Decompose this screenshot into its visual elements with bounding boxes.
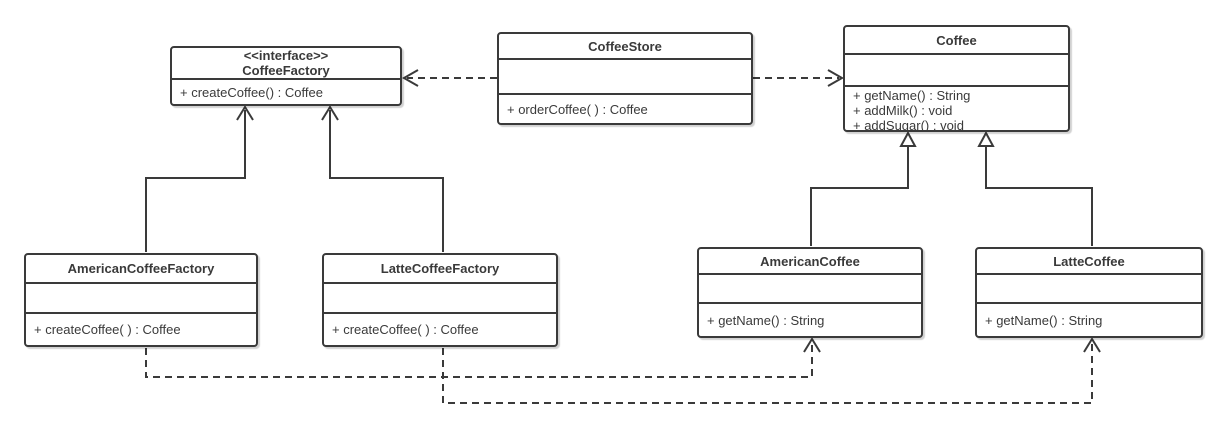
- attributes-section: [26, 282, 256, 312]
- method-item: + getName() : String: [985, 312, 1103, 328]
- class-name: Coffee: [936, 32, 977, 48]
- class-title-section: <<interface>> CoffeeFactory: [172, 48, 400, 78]
- class-name: AmericanCoffeeFactory: [67, 261, 215, 276]
- dependency-americancoffeefactory-to-americancoffee[interactable]: [145, 337, 821, 378]
- class-coffeestore[interactable]: CoffeeStore + orderCoffee( ) : Coffee: [497, 32, 753, 125]
- method-item: + createCoffee() : Coffee: [180, 84, 323, 100]
- method-item: + getName() : String: [707, 312, 825, 328]
- method-item: + orderCoffee( ) : Coffee: [507, 101, 648, 117]
- method-item: + addSugar() : void: [853, 118, 964, 130]
- methods-section: + createCoffee( ) : Coffee: [26, 312, 256, 345]
- method-item: + createCoffee( ) : Coffee: [332, 322, 479, 337]
- realization-lattecoffeefactory-to-coffeefactory[interactable]: [321, 105, 444, 252]
- class-coffeefactory[interactable]: <<interface>> CoffeeFactory + createCoff…: [170, 46, 402, 106]
- class-americancoffeefactory[interactable]: AmericanCoffeeFactory + createCoffee( ) …: [24, 253, 258, 347]
- attributes-section: [324, 282, 556, 312]
- dependency-coffeestore-to-coffee[interactable]: [753, 69, 845, 87]
- attributes-section: [499, 58, 751, 93]
- stereotype-label: <<interface>>: [243, 48, 329, 63]
- methods-section: + getName() : String + addMilk() : void …: [845, 85, 1068, 130]
- attributes-section: [699, 273, 921, 302]
- methods-section: + getName() : String: [977, 302, 1201, 336]
- class-title-section: AmericanCoffeeFactory: [26, 255, 256, 282]
- methods-section: + getName() : String: [699, 302, 921, 336]
- class-name: LatteCoffeeFactory: [380, 261, 500, 276]
- method-item: + addMilk() : void: [853, 103, 953, 118]
- class-title-section: Coffee: [845, 27, 1068, 53]
- method-item: + createCoffee( ) : Coffee: [34, 322, 181, 337]
- attributes-section: [845, 53, 1068, 85]
- realization-americancoffeefactory-to-coffeefactory[interactable]: [145, 105, 254, 252]
- class-title-section: LatteCoffee: [977, 249, 1201, 273]
- class-name: AmericanCoffee: [760, 253, 860, 269]
- class-name: CoffeeStore: [588, 38, 662, 54]
- methods-section: + orderCoffee( ) : Coffee: [499, 93, 751, 123]
- generalization-lattecoffee-to-coffee[interactable]: [977, 130, 1093, 246]
- class-title-section: LatteCoffeeFactory: [324, 255, 556, 282]
- dependency-coffeestore-to-coffeefactory[interactable]: [401, 69, 497, 87]
- method-item: + getName() : String: [853, 88, 971, 103]
- class-coffee[interactable]: Coffee + getName() : String + addMilk() …: [843, 25, 1070, 132]
- class-name: CoffeeFactory: [242, 63, 330, 78]
- class-lattecoffeefactory[interactable]: LatteCoffeeFactory + createCoffee( ) : C…: [322, 253, 558, 347]
- class-lattecoffee[interactable]: LatteCoffee + getName() : String: [975, 247, 1203, 338]
- class-name: LatteCoffee: [1053, 253, 1125, 269]
- attributes-section: [977, 273, 1201, 302]
- class-title-section: CoffeeStore: [499, 34, 751, 58]
- generalization-americancoffee-to-coffee[interactable]: [810, 130, 917, 246]
- methods-section: + createCoffee( ) : Coffee: [324, 312, 556, 345]
- class-title-section: AmericanCoffee: [699, 249, 921, 273]
- class-americancoffee[interactable]: AmericanCoffee + getName() : String: [697, 247, 923, 338]
- methods-section: + createCoffee() : Coffee: [172, 78, 400, 104]
- dependency-lattecoffeefactory-to-lattecoffee[interactable]: [442, 337, 1101, 404]
